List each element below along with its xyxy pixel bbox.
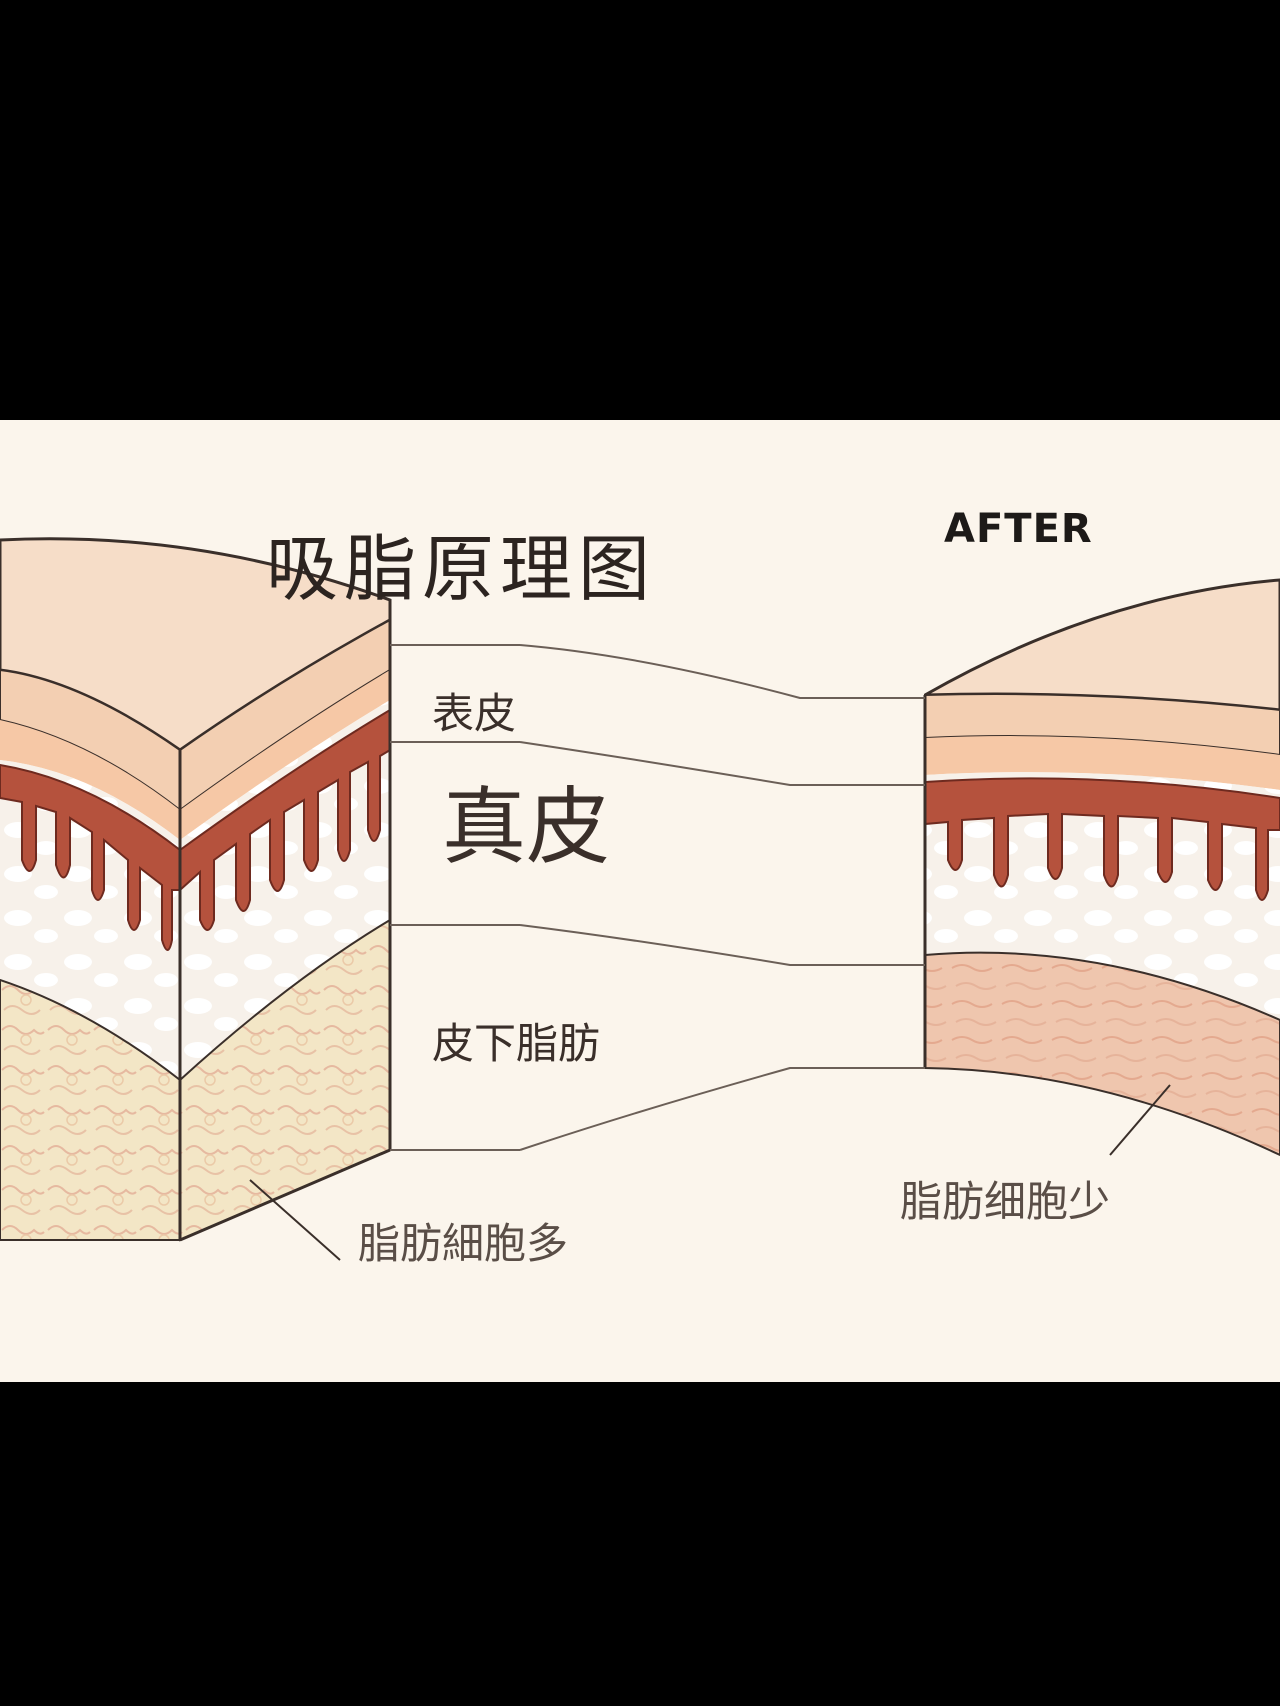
leader-line (1109, 1084, 1171, 1156)
diagram-title: 吸脂原理图 (266, 527, 657, 611)
label-fat-cells-after: 脂肪细胞少 (900, 1177, 1111, 1226)
liposuction-diagram (0, 537, 1280, 1261)
label-dermis: 真皮 (442, 778, 611, 876)
label-epidermis: 表皮 (432, 689, 517, 738)
layer-connector-lines (390, 644, 925, 1151)
block-before-illustration (0, 537, 392, 1242)
label-subcutaneous-fat: 皮下脂肪 (432, 1019, 601, 1068)
after-label: AFTER (944, 506, 1093, 552)
label-fat-cells-before: 脂肪細胞多 (358, 1219, 569, 1268)
leader-line (249, 1179, 341, 1261)
diagram-panel: 吸脂原理图 AFTER 表皮 真皮 皮下脂肪 脂肪細胞多 脂肪细胞少 (0, 420, 1280, 1382)
block-after-illustration (923, 578, 1280, 1157)
